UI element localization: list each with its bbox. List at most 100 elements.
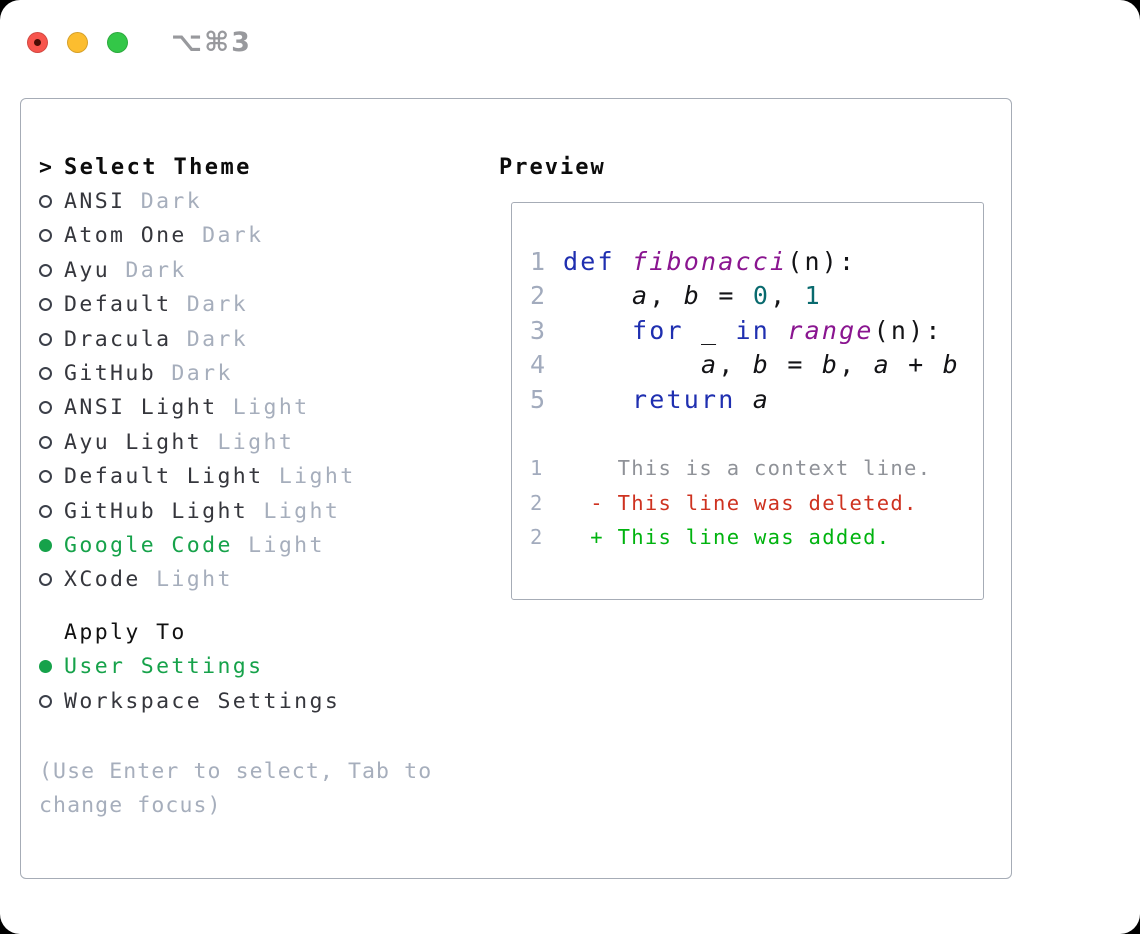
radio-circle-icon bbox=[39, 694, 64, 708]
window-title-shortcut: ⌥⌘3 bbox=[171, 27, 252, 58]
theme-option-label: Dracula bbox=[64, 326, 172, 352]
help-text-line1: (Use Enter to select, Tab to bbox=[39, 758, 433, 784]
radio-circle-icon bbox=[39, 229, 64, 243]
code-segment-del: - This line was deleted. bbox=[563, 490, 918, 515]
radio-circle-icon bbox=[39, 435, 64, 449]
diff-line: 1 This is a context line. bbox=[530, 451, 983, 485]
theme-option-ayu[interactable]: Ayu Dark bbox=[39, 253, 432, 287]
theme-option-label: Ayu Light bbox=[64, 429, 203, 455]
theme-option-ayu-light[interactable]: Ayu Light Light bbox=[39, 425, 432, 459]
minimize-button[interactable] bbox=[67, 32, 88, 53]
theme-option-xcode[interactable]: XCode Light bbox=[39, 563, 432, 597]
code-segment-id: b bbox=[821, 350, 840, 380]
theme-option-default-light[interactable]: Default Light Light bbox=[39, 460, 432, 494]
filled-circle-icon bbox=[39, 660, 52, 674]
theme-variant-tag: Dark bbox=[171, 292, 249, 318]
code-segment-id: a bbox=[632, 281, 650, 311]
line-number: 1 bbox=[530, 456, 543, 481]
theme-option-atom-one[interactable]: Atom One Dark bbox=[39, 219, 432, 253]
apply-option-workspace-settings[interactable]: Workspace Settings bbox=[39, 684, 432, 718]
selected-radio-icon bbox=[39, 660, 64, 674]
code-line: 5 return a bbox=[530, 383, 983, 417]
code-segment-ctx: This is a context line. bbox=[563, 456, 932, 481]
code-segment-plain: (n): bbox=[873, 315, 943, 345]
code-segment-add: + This line was added. bbox=[563, 525, 891, 550]
code-segment-id: b bbox=[752, 350, 771, 380]
theme-variant-tag: Light bbox=[263, 464, 356, 490]
close-button[interactable] bbox=[27, 32, 48, 53]
theme-option-label: ANSI Light bbox=[64, 395, 218, 421]
code-segment-plain: (n): bbox=[787, 247, 857, 276]
outline-circle-icon bbox=[39, 401, 52, 415]
theme-option-label: GitHub bbox=[64, 361, 157, 387]
apply-option-label: Workspace Settings bbox=[64, 688, 341, 714]
outline-circle-icon bbox=[39, 229, 52, 243]
outline-circle-icon bbox=[39, 332, 52, 346]
line-number: 4 bbox=[530, 350, 546, 380]
outline-circle-icon bbox=[39, 694, 52, 708]
theme-option-github-light[interactable]: GitHub Light Light bbox=[39, 494, 432, 528]
theme-option-label: Ayu bbox=[64, 257, 111, 283]
theme-variant-tag: Dark bbox=[171, 326, 249, 352]
code-segment-plain bbox=[563, 350, 701, 379]
line-number: 2 bbox=[530, 490, 543, 515]
theme-option-label: XCode bbox=[64, 567, 141, 593]
theme-option-label: Default bbox=[64, 292, 172, 318]
radio-circle-icon bbox=[39, 367, 64, 381]
theme-option-github[interactable]: GitHub Dark bbox=[39, 356, 432, 390]
filled-circle-icon bbox=[39, 538, 52, 552]
theme-option-label: Atom One bbox=[64, 223, 187, 249]
radio-circle-icon bbox=[39, 332, 64, 346]
theme-option-google-code[interactable]: Google Code Light bbox=[39, 528, 432, 562]
radio-circle-icon bbox=[39, 573, 64, 587]
code-segment-plain bbox=[563, 316, 632, 345]
code-line: 3 for _ in range(n): bbox=[530, 314, 983, 348]
code-segment-fn: fibonacci bbox=[632, 247, 788, 276]
theme-variant-tag: Dark bbox=[125, 189, 203, 215]
radio-circle-icon bbox=[39, 195, 64, 209]
theme-option-default[interactable]: Default Dark bbox=[39, 288, 432, 322]
radio-circle-icon bbox=[39, 470, 64, 484]
radio-circle-icon bbox=[39, 401, 64, 415]
selected-radio-icon bbox=[39, 538, 64, 552]
code-segment-plain bbox=[563, 281, 632, 310]
unsaved-dot-icon bbox=[34, 39, 41, 46]
code-segment-fn: range bbox=[787, 315, 874, 345]
code-segment-plain: _ bbox=[683, 315, 736, 345]
outline-circle-icon bbox=[39, 504, 52, 518]
code-segment-plain: , bbox=[649, 281, 684, 311]
theme-option-label: GitHub Light bbox=[64, 498, 249, 524]
code-segment-plain bbox=[770, 316, 787, 345]
help-text-line2: change focus) bbox=[39, 793, 222, 819]
apply-to-header: Apply To bbox=[39, 615, 432, 649]
outline-circle-icon bbox=[39, 435, 52, 449]
spacer bbox=[39, 597, 432, 615]
theme-variant-tag: Light bbox=[248, 498, 341, 524]
apply-to-title: Apply To bbox=[64, 619, 187, 645]
code-segment-id: b bbox=[683, 281, 702, 311]
outline-circle-icon bbox=[39, 263, 52, 277]
code-segment-plain: = bbox=[770, 350, 822, 380]
theme-option-ansi[interactable]: ANSI Dark bbox=[39, 184, 432, 218]
preview-title: Preview bbox=[499, 154, 606, 180]
code-segment-id: b bbox=[942, 350, 960, 380]
theme-option-ansi-light[interactable]: ANSI Light Light bbox=[39, 391, 432, 425]
radio-circle-icon bbox=[39, 504, 64, 518]
code-segment-kw: in bbox=[735, 315, 771, 345]
line-number: 5 bbox=[530, 384, 546, 414]
code-segment-id: a bbox=[873, 350, 891, 380]
apply-option-user-settings[interactable]: User Settings bbox=[39, 649, 432, 683]
theme-option-dracula[interactable]: Dracula Dark bbox=[39, 322, 432, 356]
code-segment-kw: def bbox=[563, 247, 633, 276]
code-segment-plain: + bbox=[890, 350, 943, 380]
outline-circle-icon bbox=[39, 573, 52, 587]
focus-caret-icon: > bbox=[39, 154, 55, 180]
theme-variant-tag: Dark bbox=[156, 361, 233, 387]
code-line: 2 a, b = 0, 1 bbox=[530, 279, 983, 313]
theme-variant-tag: Light bbox=[140, 567, 233, 593]
zoom-button[interactable] bbox=[107, 32, 128, 53]
